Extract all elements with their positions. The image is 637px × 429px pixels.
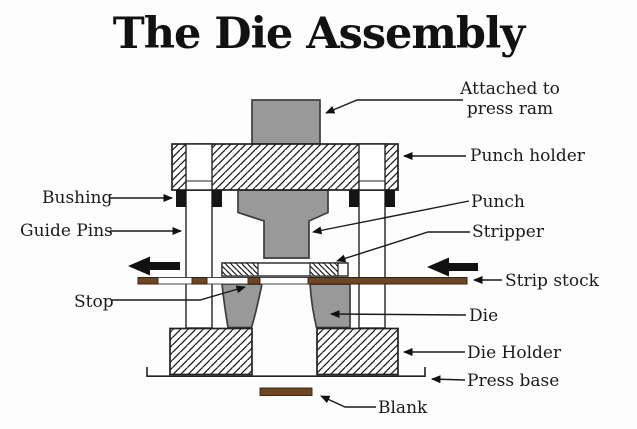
stripper-hatch-left (221, 262, 259, 277)
die-left-shape (221, 283, 264, 329)
blank-shape (259, 387, 313, 396)
die-right-shape (309, 283, 351, 329)
label-punch: Punch (471, 192, 525, 212)
label-stripper: Stripper (472, 222, 544, 242)
label-attached-to-press-ram: Attached to press ram (448, 79, 572, 119)
page-title: The Die Assembly (112, 9, 526, 59)
punch-holder-slot-right (358, 143, 386, 191)
leader-punch (312, 200, 470, 235)
leader-stripper (336, 231, 470, 263)
guide-pin-left-shape (185, 189, 213, 329)
stripper-hatch-right (309, 262, 339, 277)
label-bushing: Bushing (42, 188, 113, 208)
press-ram-shank-shape (251, 99, 321, 145)
leader-press-base (431, 375, 466, 384)
strip-stock-segment (191, 277, 208, 285)
punch-shape (237, 189, 329, 259)
label-press-base: Press base (467, 371, 560, 391)
label-attached-line1: Attached to (460, 79, 560, 99)
feed-arrow-right-icon (427, 257, 478, 277)
bushing-shape-3 (349, 190, 359, 207)
die-holder-right-shape (316, 327, 399, 376)
die-holder-left-shape (169, 327, 253, 376)
leader-die (330, 310, 467, 319)
label-strip-stock: Strip stock (505, 271, 599, 291)
leader-press-ram (325, 99, 463, 114)
label-stop: Stop (74, 292, 114, 312)
label-blank: Blank (378, 398, 428, 418)
label-guide-pins: Guide Pins (20, 221, 113, 241)
strip-stock-segment (137, 277, 159, 285)
strip-stock-segment (307, 277, 468, 285)
label-punch-holder: Punch holder (470, 146, 585, 166)
label-attached-line2: press ram (466, 99, 554, 119)
bushing-shape-1 (176, 190, 186, 207)
stop-shape (247, 277, 261, 285)
label-die: Die (469, 306, 499, 326)
feed-arrow-left-icon (128, 256, 180, 276)
label-die-holder: Die Holder (467, 343, 562, 363)
leader-stop (112, 285, 246, 301)
bushing-shape-4 (385, 190, 395, 207)
press-base-shape (146, 367, 426, 377)
punch-holder-slot-left (185, 143, 213, 191)
leader-blank (320, 395, 376, 408)
bushing-shape-2 (212, 190, 222, 207)
guide-pin-right-shape (358, 189, 386, 329)
